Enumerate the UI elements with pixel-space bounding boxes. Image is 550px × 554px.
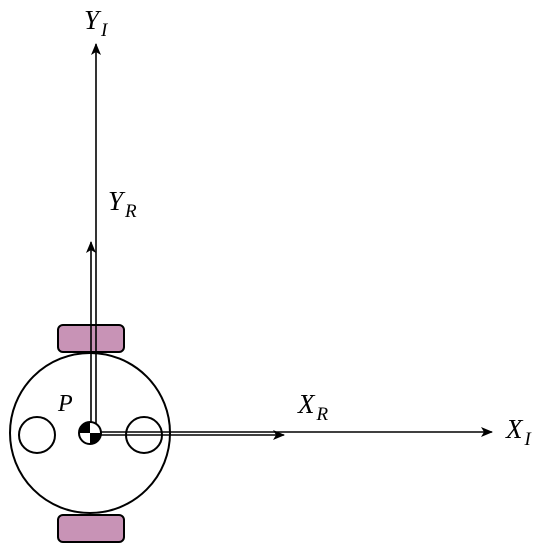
center-point-marker [78,421,102,445]
point-p-label: P [57,391,73,417]
left-caster [18,416,56,454]
bottom-wheel [57,514,125,543]
